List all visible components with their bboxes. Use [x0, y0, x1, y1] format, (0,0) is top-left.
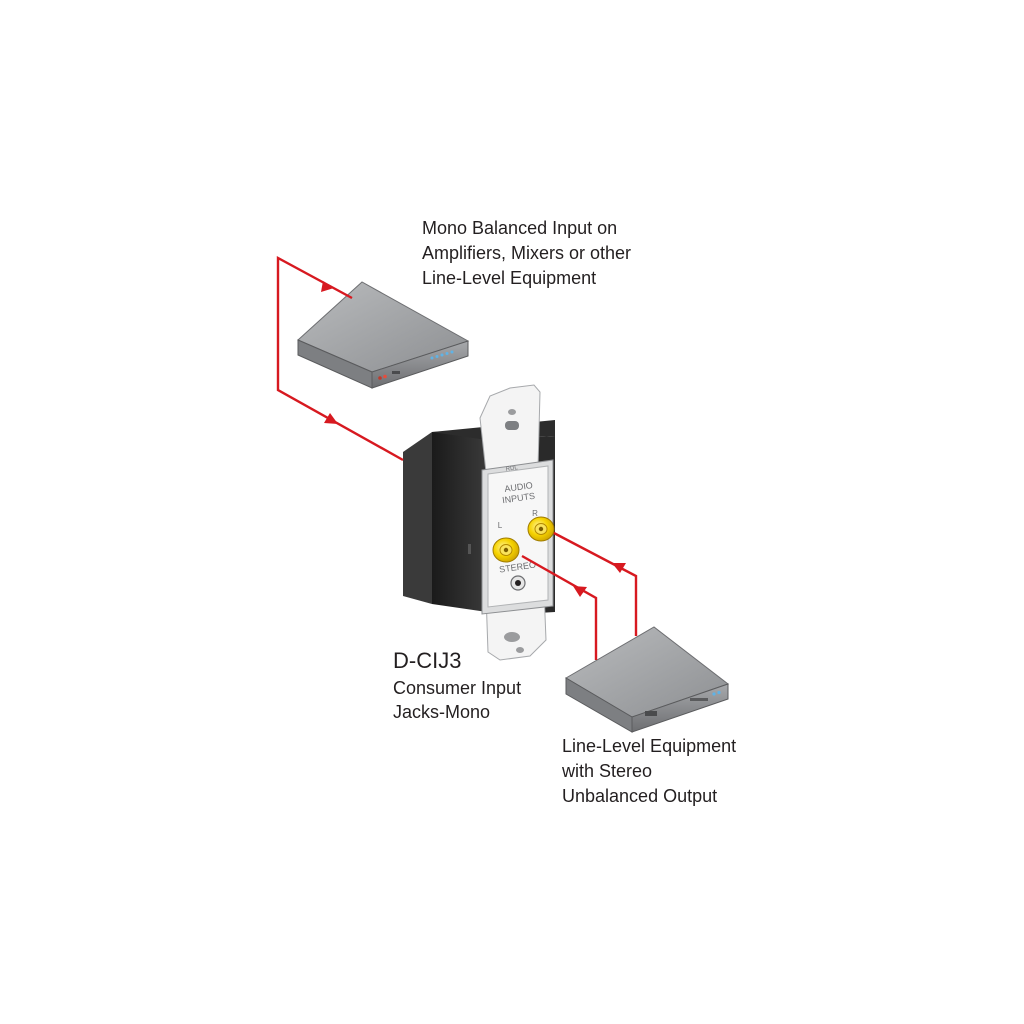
left-rca-jack	[492, 537, 520, 563]
left-input-cable	[521, 554, 598, 660]
wall-plate-icon: RDL AUDIO INPUTS L R STEREO	[479, 384, 554, 661]
device-label: D-CIJ3 Consumer Input Jacks-Mono	[393, 646, 521, 724]
source-label-line2: with Stereo	[562, 761, 653, 781]
destination-label-line1: Mono Balanced Input on	[422, 218, 618, 238]
destination-equipment	[297, 281, 470, 389]
source-label-line1: Line-Level Equipment	[562, 736, 737, 756]
arrow-icon	[321, 281, 334, 292]
right-input-cable	[551, 530, 638, 636]
destination-label-line3: Line-Level Equipment	[422, 268, 597, 288]
signal-arrows	[321, 281, 626, 597]
device-desc-line1: Consumer Input	[393, 678, 522, 698]
stereo-jack	[510, 575, 526, 591]
plate-title-line2: INPUTS	[502, 491, 536, 505]
source-label: Line-Level Equipment with Stereo Unbalan…	[562, 734, 736, 809]
destination-label: Mono Balanced Input on Amplifiers, Mixer…	[422, 216, 631, 291]
device-model: D-CIJ3	[393, 648, 462, 673]
destination-label-line2: Amplifiers, Mixers or other	[422, 243, 632, 263]
rack-equipment-icon	[297, 281, 470, 389]
plate-left-label: L	[498, 521, 503, 530]
plate-brand: RDL	[505, 465, 518, 473]
right-rca-jack	[527, 516, 555, 542]
arrow-icon	[573, 586, 587, 597]
plate-title-line1: AUDIO	[504, 480, 534, 494]
device-desc-line2: Jacks-Mono	[393, 702, 491, 722]
source-label-line3: Unbalanced Output	[562, 786, 718, 806]
plate-right-label: R	[532, 509, 538, 518]
arrow-icon	[324, 413, 338, 424]
rack-equipment-icon	[565, 626, 730, 733]
arrow-icon	[612, 563, 626, 573]
cables	[276, 255, 638, 660]
output-cable	[276, 255, 404, 462]
source-equipment	[565, 626, 730, 733]
